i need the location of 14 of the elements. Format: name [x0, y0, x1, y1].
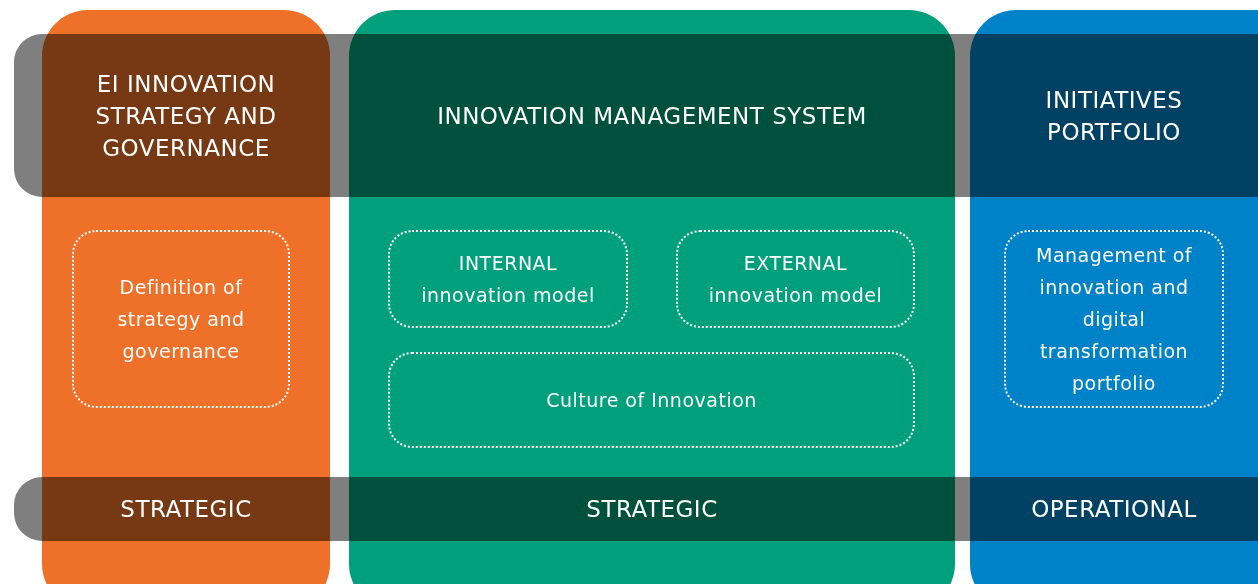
- column-heading: INITIATIVES PORTFOLIO: [1044, 85, 1184, 147]
- dotted-box: Management of innovation and digital transformation portfolio: [1004, 230, 1224, 408]
- dotted-box: Culture of Innovation: [388, 352, 915, 448]
- column-heading: EI INNOVATION STRATEGY AND GOVERNANCE: [94, 69, 278, 163]
- dotted-box: Definition of strategy and governance: [72, 230, 290, 408]
- dotted-box: EXTERNAL innovation model: [676, 230, 915, 328]
- column-panel: [42, 10, 330, 584]
- column-panel: [349, 10, 955, 584]
- dotted-box: INTERNAL innovation model: [388, 230, 628, 328]
- level-label: STRATEGIC: [119, 495, 253, 524]
- column-heading: INNOVATION MANAGEMENT SYSTEM: [436, 101, 868, 131]
- column-panel: [970, 10, 1258, 584]
- level-label: OPERATIONAL: [1030, 495, 1198, 524]
- level-label: STRATEGIC: [585, 495, 719, 524]
